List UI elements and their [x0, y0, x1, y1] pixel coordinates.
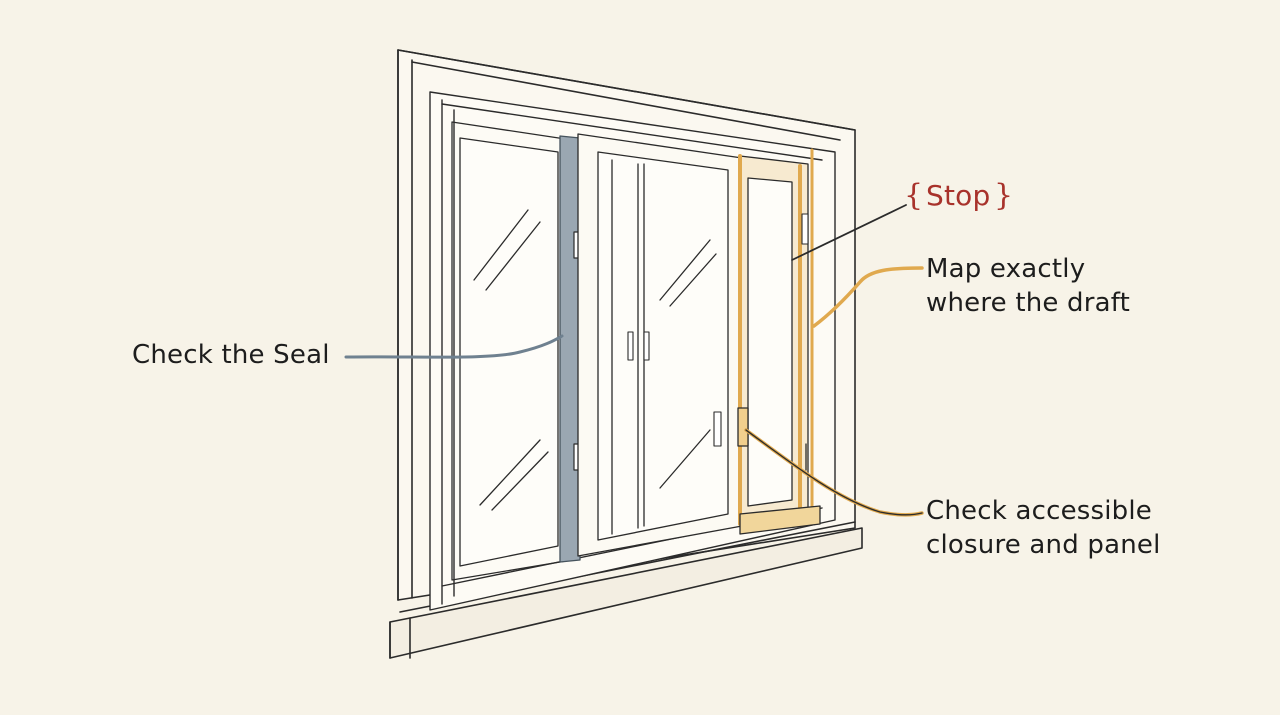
check-seal-label: Check the Seal [132, 340, 330, 370]
stop-brace-right: } [994, 178, 1014, 213]
map-draft-label: Map exactly where the draft [926, 252, 1130, 320]
stop-label: Stop [926, 179, 991, 212]
map-callout-line [812, 266, 924, 328]
closure-panel-label: Check accessible closure and panel [926, 494, 1161, 562]
closure-panel-line-2: closure and panel [926, 530, 1161, 560]
middle-sash [577, 133, 743, 557]
left-sash [451, 121, 573, 581]
stop-callout-line [791, 204, 907, 261]
right-panel [737, 148, 821, 535]
stop-brace-left: { [904, 178, 924, 213]
closure-panel-line-1: Check accessible [926, 496, 1153, 526]
map-draft-line-2: where the draft [926, 288, 1131, 318]
seal-callout-line [344, 334, 564, 359]
map-draft-line-1: Map exactly [926, 254, 1086, 284]
